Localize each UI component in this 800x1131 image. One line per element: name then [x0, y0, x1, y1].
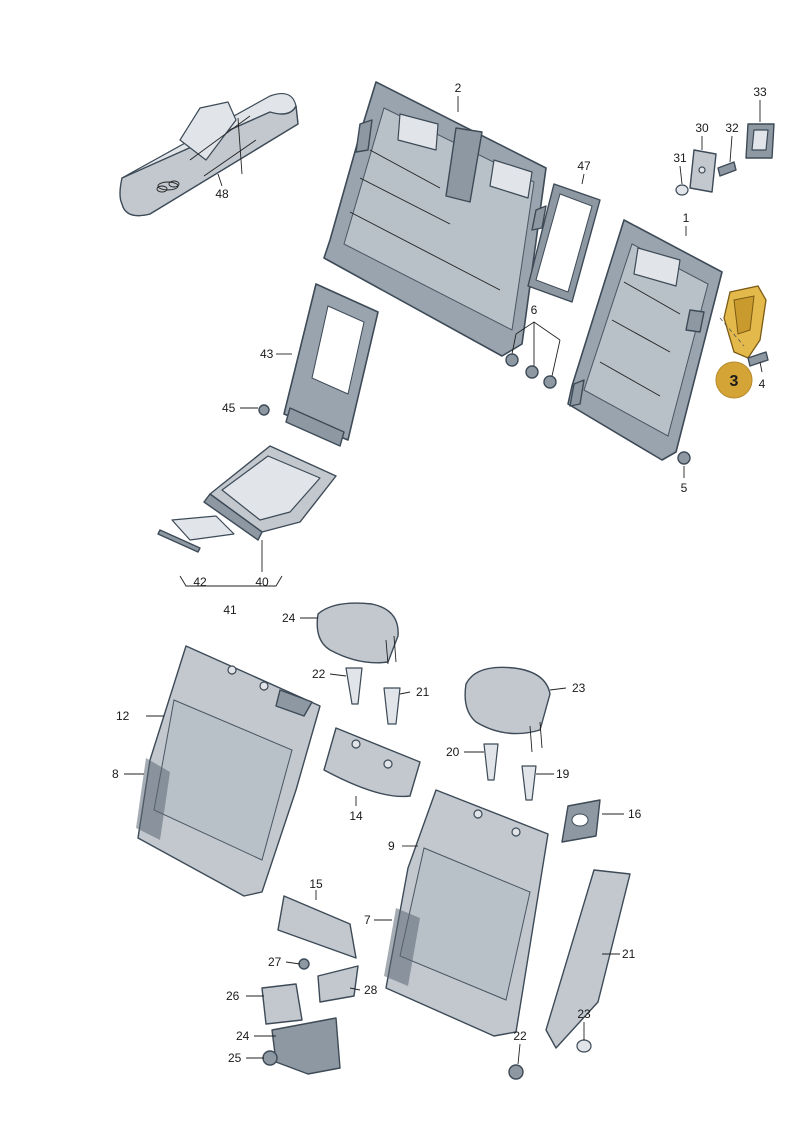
part-24-latch [271, 1017, 341, 1075]
part-1-backrest-frame-small [567, 219, 723, 461]
callout-17: 21 [416, 685, 430, 699]
callout-12: 15 [309, 877, 323, 891]
callout-26: 26 [226, 989, 240, 1003]
highlight-badge-label: 3 [730, 373, 739, 390]
callout-14: 16 [628, 807, 642, 821]
part-25-screw [262, 1050, 278, 1066]
callout-45: 45 [222, 401, 236, 415]
callout-8: 8 [112, 767, 119, 781]
bracket-41 [179, 575, 283, 587]
callout-1: 1 [683, 211, 690, 225]
part-14-escutcheon [561, 799, 601, 843]
part-20-headrest [316, 602, 399, 665]
part-12-panel [277, 895, 357, 959]
part-18-guide [345, 667, 363, 705]
callout-23: 23 [577, 1007, 591, 1021]
part-47-seal-frame [527, 183, 601, 303]
part-4-screw [747, 351, 769, 367]
callout-32: 32 [725, 121, 739, 135]
callout-20: 24 [282, 611, 296, 625]
part-10-backrest-cover-left [137, 645, 321, 897]
part-22-screw [508, 1064, 524, 1080]
callout-9: 9 [388, 839, 395, 853]
part-5-clip [677, 451, 691, 465]
part-23-bushing [576, 1039, 592, 1053]
callout-11: 14 [349, 809, 363, 823]
callout-33: 33 [753, 85, 767, 99]
callout-16: 20 [446, 745, 460, 759]
part-11-cover [323, 727, 421, 798]
highlight-badge [715, 361, 753, 399]
callout-10: 12 [116, 709, 130, 723]
callout-19: 23 [572, 681, 586, 695]
part-26-housing [261, 983, 303, 1025]
part-15-guide [521, 765, 537, 801]
part-2-backrest-frame-large [323, 81, 547, 357]
callout-24: 24 [236, 1029, 250, 1043]
callout-22: 22 [513, 1029, 527, 1043]
part-17-guide [383, 687, 401, 725]
callout-40: 40 [255, 575, 269, 589]
callout-15: 19 [556, 767, 570, 781]
part-9-backrest-cover-right [385, 789, 549, 1037]
callout-5: 5 [681, 481, 688, 495]
part-6-bolts [505, 321, 561, 389]
callout-47: 47 [577, 159, 591, 173]
part-33-cover [745, 123, 775, 159]
callout-labels: 2 48 47 1 33 30 32 31 6 4 5 43 45 40 42 … [112, 81, 767, 1065]
part-21-side-bolster [545, 869, 631, 1049]
leader-lines [124, 96, 763, 1065]
part-42-cupholder-tray [157, 515, 235, 553]
callout-25: 25 [228, 1051, 242, 1065]
callout-30: 30 [695, 121, 709, 135]
part-19-headrest [464, 666, 551, 753]
part-3-highlighted-cover: 3 [715, 285, 767, 399]
part-7-perforated-insert [384, 908, 420, 986]
callout-43: 43 [260, 347, 274, 361]
callout-48: 48 [215, 187, 229, 201]
callout-2: 2 [455, 81, 462, 95]
callout-27: 27 [268, 955, 282, 969]
callout-18: 22 [312, 667, 326, 681]
callout-41: 41 [223, 603, 237, 617]
callout-42: 42 [193, 575, 207, 589]
callout-21: 21 [622, 947, 636, 961]
part-32-screw [717, 161, 737, 177]
part-43-armrest-frame [283, 283, 379, 447]
callout-28: 28 [364, 983, 378, 997]
callout-7: 7 [364, 913, 371, 927]
part-48-ski-bag [119, 93, 299, 217]
part-31-washer [675, 184, 689, 196]
part-30-bracket [689, 149, 717, 193]
part-8-perforated-insert [136, 758, 170, 840]
part-16-guide [483, 743, 499, 781]
callout-6: 6 [531, 303, 538, 317]
part-45-screw [258, 404, 270, 416]
callout-31: 31 [673, 151, 687, 165]
callout-4: 4 [759, 377, 766, 391]
part-40-armrest [203, 445, 337, 541]
part-28-guide [317, 965, 359, 1003]
part-27-screw [298, 958, 310, 970]
